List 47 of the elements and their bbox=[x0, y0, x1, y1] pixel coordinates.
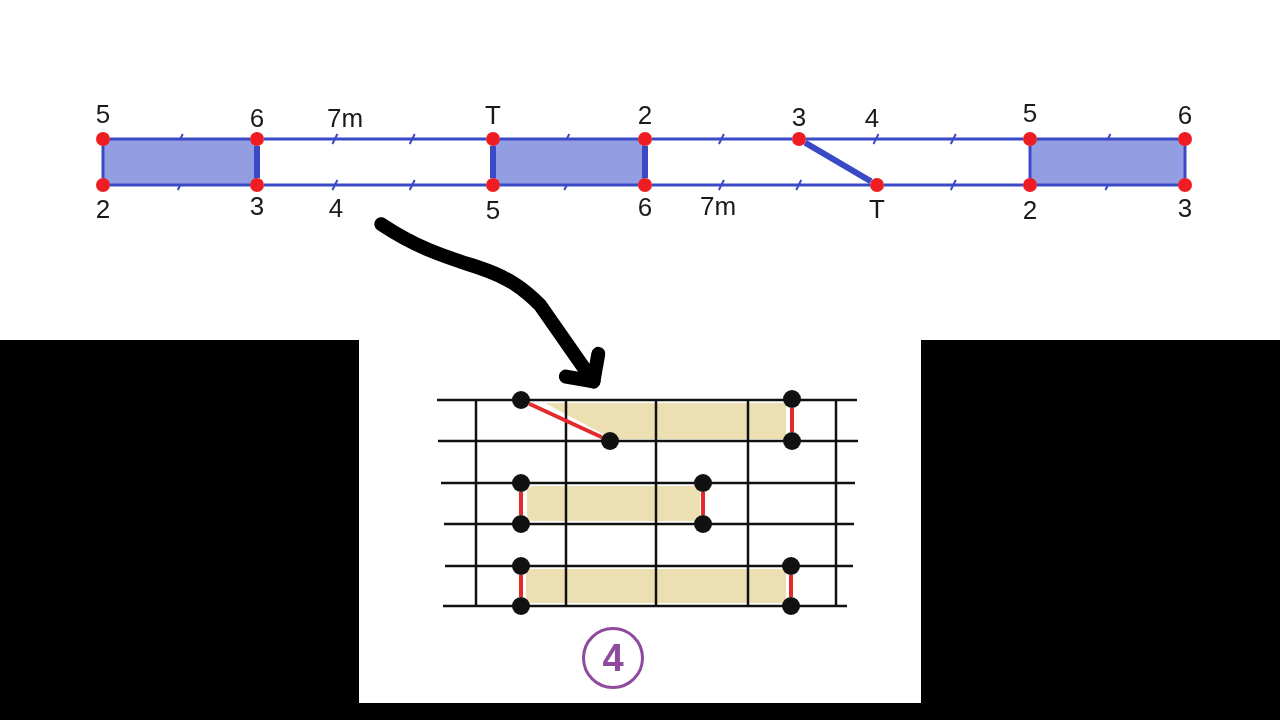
point-label: 3 bbox=[791, 104, 807, 130]
scale-label: 4 bbox=[864, 105, 880, 131]
horizontal-line bbox=[500, 137, 638, 141]
horizontal-line bbox=[264, 137, 486, 141]
point-label: T bbox=[485, 102, 501, 128]
shaded-area bbox=[1030, 139, 1185, 185]
point-label: 5 bbox=[1022, 100, 1038, 126]
vertical-line bbox=[701, 492, 705, 515]
point-label: 2 bbox=[637, 102, 653, 128]
scale-label: 7m bbox=[699, 193, 737, 219]
vertical-line bbox=[101, 146, 105, 178]
point-label: 5 bbox=[95, 101, 111, 127]
vertical-line bbox=[789, 575, 793, 597]
vertical-line bbox=[642, 146, 648, 178]
scale-label: 7m bbox=[326, 105, 364, 131]
point-label: 2 bbox=[95, 196, 111, 222]
point-label: 2 bbox=[1022, 197, 1038, 223]
horizontal-line bbox=[110, 137, 250, 141]
vertical-line bbox=[790, 408, 794, 432]
horizontal-line bbox=[652, 183, 870, 187]
vertical-line bbox=[254, 146, 260, 178]
point-label: 6 bbox=[1177, 102, 1193, 128]
horizontal-line bbox=[500, 183, 638, 187]
vertical-line bbox=[1028, 146, 1032, 178]
vertical-line bbox=[519, 492, 523, 515]
horizontal-line bbox=[110, 183, 250, 187]
point-label: T bbox=[869, 196, 885, 222]
point-label: 3 bbox=[249, 193, 265, 219]
shaded-area bbox=[493, 139, 645, 185]
curved-arrow bbox=[374, 217, 606, 389]
vertical-line bbox=[490, 146, 496, 178]
horizontal-line bbox=[806, 137, 1023, 141]
horizontal-line bbox=[264, 183, 486, 187]
horizontal-line bbox=[1037, 183, 1178, 187]
point-label: 5 bbox=[485, 197, 501, 223]
point-label: 6 bbox=[249, 105, 265, 131]
point-label: 6 bbox=[637, 194, 653, 220]
shaded-area bbox=[103, 139, 257, 185]
diagonal-line bbox=[528, 401, 603, 440]
vertical-line bbox=[1183, 146, 1187, 178]
vertical-line bbox=[519, 575, 523, 597]
diagonal-line bbox=[803, 139, 873, 185]
point-label: 3 bbox=[1177, 195, 1193, 221]
horizontal-line bbox=[884, 183, 1023, 187]
horizontal-line bbox=[1037, 137, 1178, 141]
horizontal-line bbox=[652, 137, 792, 141]
scale-label: 4 bbox=[328, 195, 344, 221]
